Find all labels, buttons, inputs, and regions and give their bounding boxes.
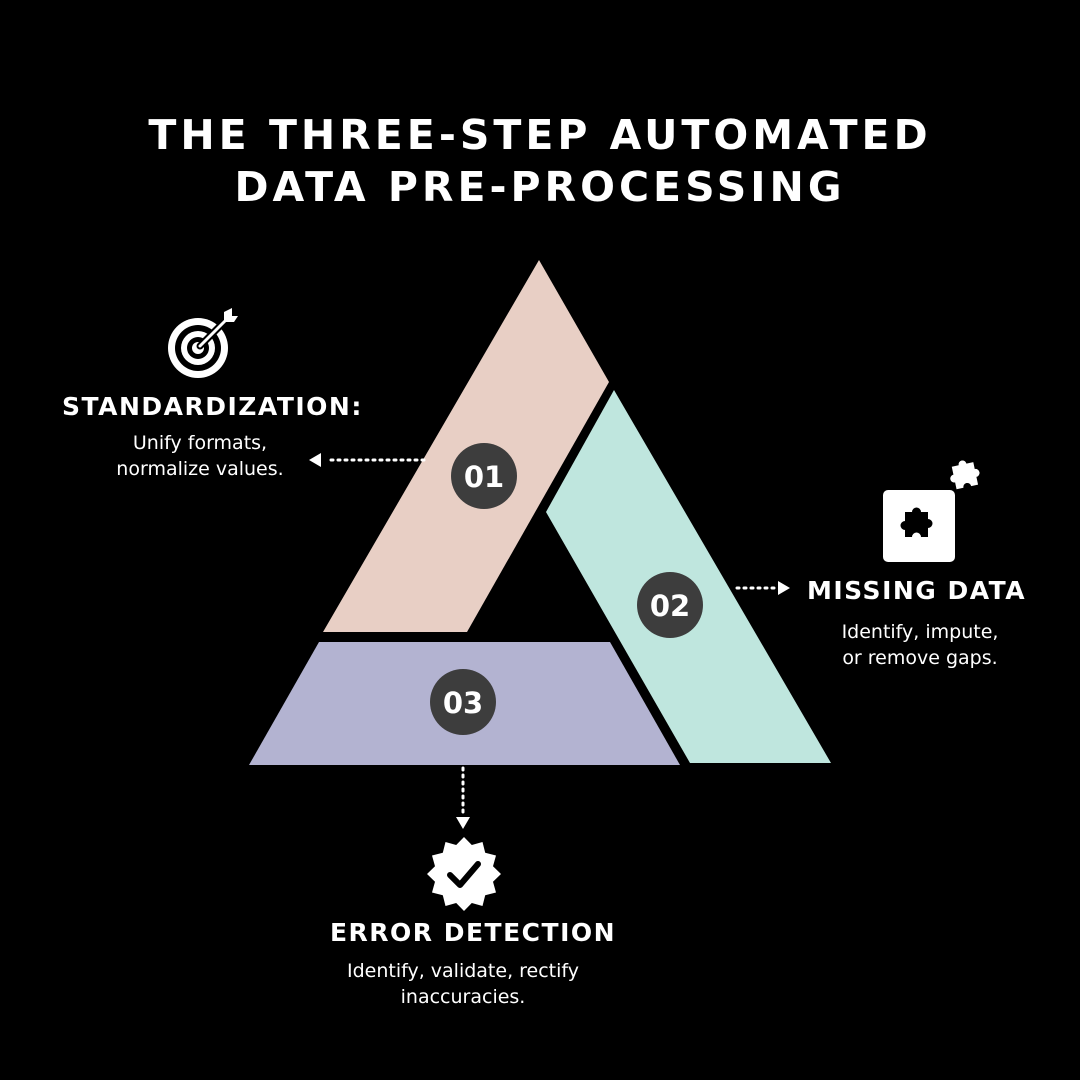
desc-error-detection-line-1: Identify, validate, rectify [346,960,580,982]
title-line-2: DATA PRE-PROCESSING [234,163,846,211]
heading-error-detection: ERROR DETECTION [329,918,617,947]
badge-03-label: 03 [443,686,483,720]
heading-missing-data: MISSING DATA [807,576,1027,605]
title-line-1: THE THREE-STEP AUTOMATED [148,111,932,159]
small-puzzle-icon [950,460,980,490]
segment-02 [546,390,831,763]
badge-02: 02 [637,572,703,638]
connector-01 [309,453,426,467]
badge-01: 01 [451,443,517,509]
heading-standardization: STANDARDIZATION: [62,392,363,421]
puzzle-icon [883,490,955,562]
badge-03: 03 [430,669,496,735]
badge-01-label: 01 [464,460,504,494]
desc-missing-data-line-2: or remove gaps. [842,647,998,669]
connector-03 [456,766,470,829]
desc-missing-data-line-1: Identify, impute, [841,621,999,643]
desc-standardization-line-1: Unify formats, [132,432,268,454]
desc-standardization-line-2: normalize values. [116,458,284,480]
desc-error-detection-line-2: inaccuracies. [400,986,526,1008]
connector-02 [735,581,790,595]
segment-01 [323,260,609,632]
verified-badge-icon [427,837,501,911]
target-icon [168,308,238,378]
badge-02-label: 02 [650,589,690,623]
